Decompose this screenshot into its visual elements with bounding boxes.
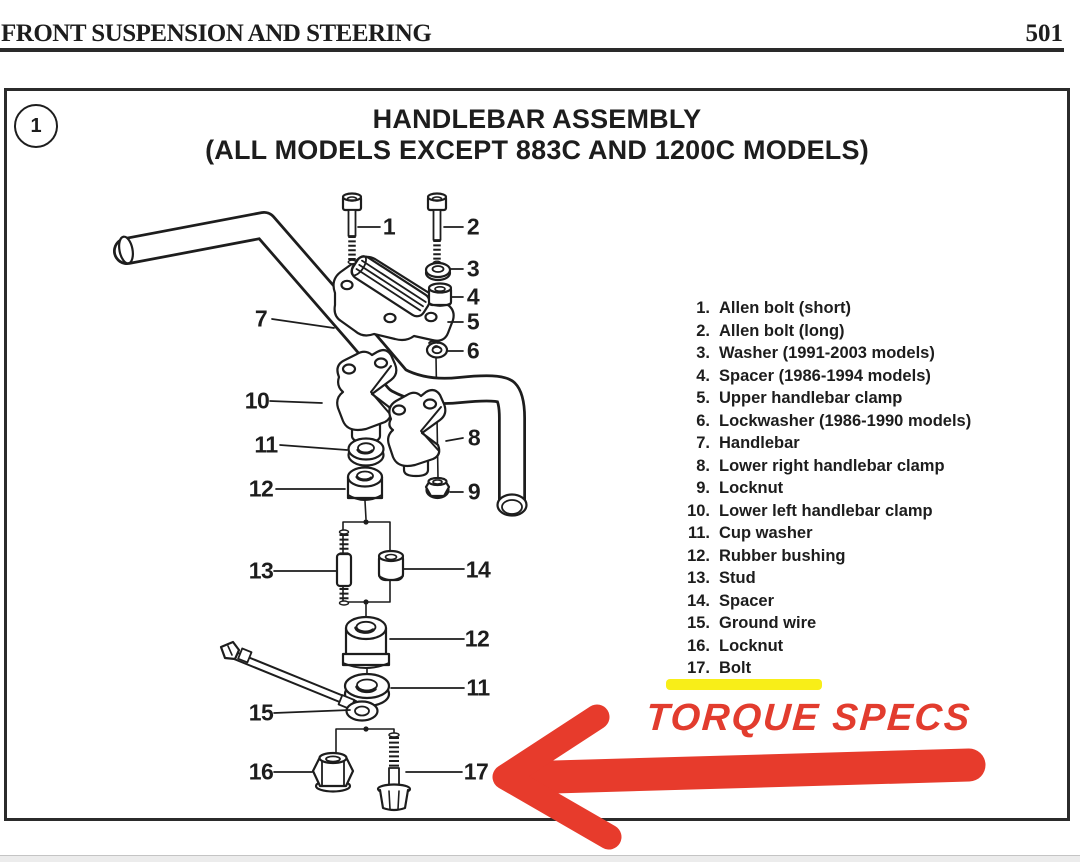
part-name: Lower left handlebar clamp <box>719 501 933 520</box>
parts-list-item: 13. Stud <box>682 567 971 590</box>
part-name: Bolt <box>719 659 752 677</box>
callout-number: 5 <box>466 308 480 335</box>
callout-number: 17 <box>463 758 489 785</box>
part-number: 2. <box>696 321 710 340</box>
part-name: Locknut <box>719 479 784 497</box>
page-number: 501 <box>1025 20 1064 47</box>
part-number: 16. <box>687 636 710 655</box>
parts-list: 1. Allen bolt (short) 2. Allen bolt (lon… <box>682 297 971 680</box>
callout-number: 6 <box>466 337 480 364</box>
figure-box <box>4 88 1070 821</box>
callout-number: 12 <box>464 625 490 652</box>
callout-number: 4 <box>466 283 480 310</box>
header-rule <box>0 48 1064 52</box>
parts-list-item: 15. Ground wire <box>682 612 971 635</box>
part-number: 6. <box>696 411 710 430</box>
callout-number: 1 <box>382 213 396 240</box>
yellow-highlight <box>666 679 822 690</box>
torque-specs-label: TORQUE SPECS <box>644 697 973 739</box>
part-name: Lower right handlebar clamp <box>719 456 945 475</box>
callout-number: 9 <box>467 478 481 505</box>
parts-list-item: 5. Upper handlebar clamp <box>682 387 971 410</box>
callout-number: 16 <box>248 758 274 785</box>
part-number: 4. <box>696 366 710 385</box>
part-number: 17. <box>687 659 710 677</box>
part-name: Rubber bushing <box>719 546 846 565</box>
callout-number: 13 <box>248 557 274 584</box>
footer-divider <box>0 855 1080 856</box>
callout-number: 15 <box>248 699 274 726</box>
parts-list-item: 16. Locknut <box>682 635 971 658</box>
figure-title: HANDLEBAR ASSEMBLY (ALL MODELS EXCEPT 88… <box>4 104 1070 166</box>
part-name: Upper handlebar clamp <box>719 389 903 407</box>
callout-number: 12 <box>248 475 274 502</box>
callout-number: 8 <box>467 424 481 451</box>
part-name: Lockwasher (1986-1990 models) <box>719 411 972 430</box>
parts-list-item: 2. Allen bolt (long) <box>682 320 971 343</box>
part-name: Allen bolt (short) <box>719 299 851 317</box>
part-name: Spacer <box>719 591 775 610</box>
parts-list-item: 1. Allen bolt (short) <box>682 297 971 320</box>
parts-list-item: 9. Locknut <box>682 477 971 500</box>
parts-list-item: 3. Washer (1991-2003 models) <box>682 342 971 365</box>
part-number: 5. <box>696 389 710 407</box>
figure-title-line1: HANDLEBAR ASSEMBLY <box>372 104 702 134</box>
callout-number: 14 <box>465 556 491 583</box>
part-number: 13. <box>687 569 710 587</box>
parts-list-item: 12. Rubber bushing <box>682 545 971 568</box>
figure-title-line2: (ALL MODELS EXCEPT 883C AND 1200C MODELS… <box>205 135 869 165</box>
parts-list-item: 8. Lower right handlebar clamp <box>682 455 971 478</box>
part-name: Allen bolt (long) <box>719 321 845 340</box>
part-name: Spacer (1986-1994 models) <box>719 366 931 385</box>
part-number: 7. <box>696 434 710 452</box>
parts-list-item: 10. Lower left handlebar clamp <box>682 500 971 523</box>
part-name: Locknut <box>719 636 784 655</box>
part-name: Stud <box>719 569 756 587</box>
callout-number: 11 <box>466 674 490 701</box>
page-header-title: FRONT SUSPENSION AND STEERING <box>1 20 432 47</box>
part-number: 15. <box>687 614 710 632</box>
part-number: 12. <box>687 546 710 565</box>
part-number: 3. <box>696 344 710 362</box>
footer-band <box>0 856 1080 862</box>
callout-number: 10 <box>244 387 270 414</box>
parts-list-item: 17. Bolt <box>682 657 971 680</box>
callout-number: 3 <box>466 255 480 282</box>
callout-number: 2 <box>466 213 480 240</box>
callout-number: 7 <box>254 305 268 332</box>
parts-list-item: 4. Spacer (1986-1994 models) <box>682 365 971 388</box>
part-name: Washer (1991-2003 models) <box>719 344 935 362</box>
part-name: Ground wire <box>719 614 817 632</box>
red-arrow-icon <box>492 704 986 850</box>
part-number: 14. <box>687 591 710 610</box>
parts-list-item: 14. Spacer <box>682 590 971 613</box>
part-number: 10. <box>687 501 710 520</box>
part-number: 8. <box>696 456 710 475</box>
part-number: 9. <box>696 479 710 497</box>
parts-list-item: 11. Cup washer <box>682 522 971 545</box>
parts-list-item: 6. Lockwasher (1986-1990 models) <box>682 410 971 433</box>
parts-list-item: 7. Handlebar <box>682 432 971 455</box>
part-name: Handlebar <box>719 434 800 452</box>
part-name: Cup washer <box>719 524 813 542</box>
part-number: 1. <box>696 299 710 317</box>
figure-number-badge: 1 <box>14 104 58 148</box>
part-number: 11. <box>687 524 710 542</box>
callout-number: 11 <box>254 431 278 458</box>
